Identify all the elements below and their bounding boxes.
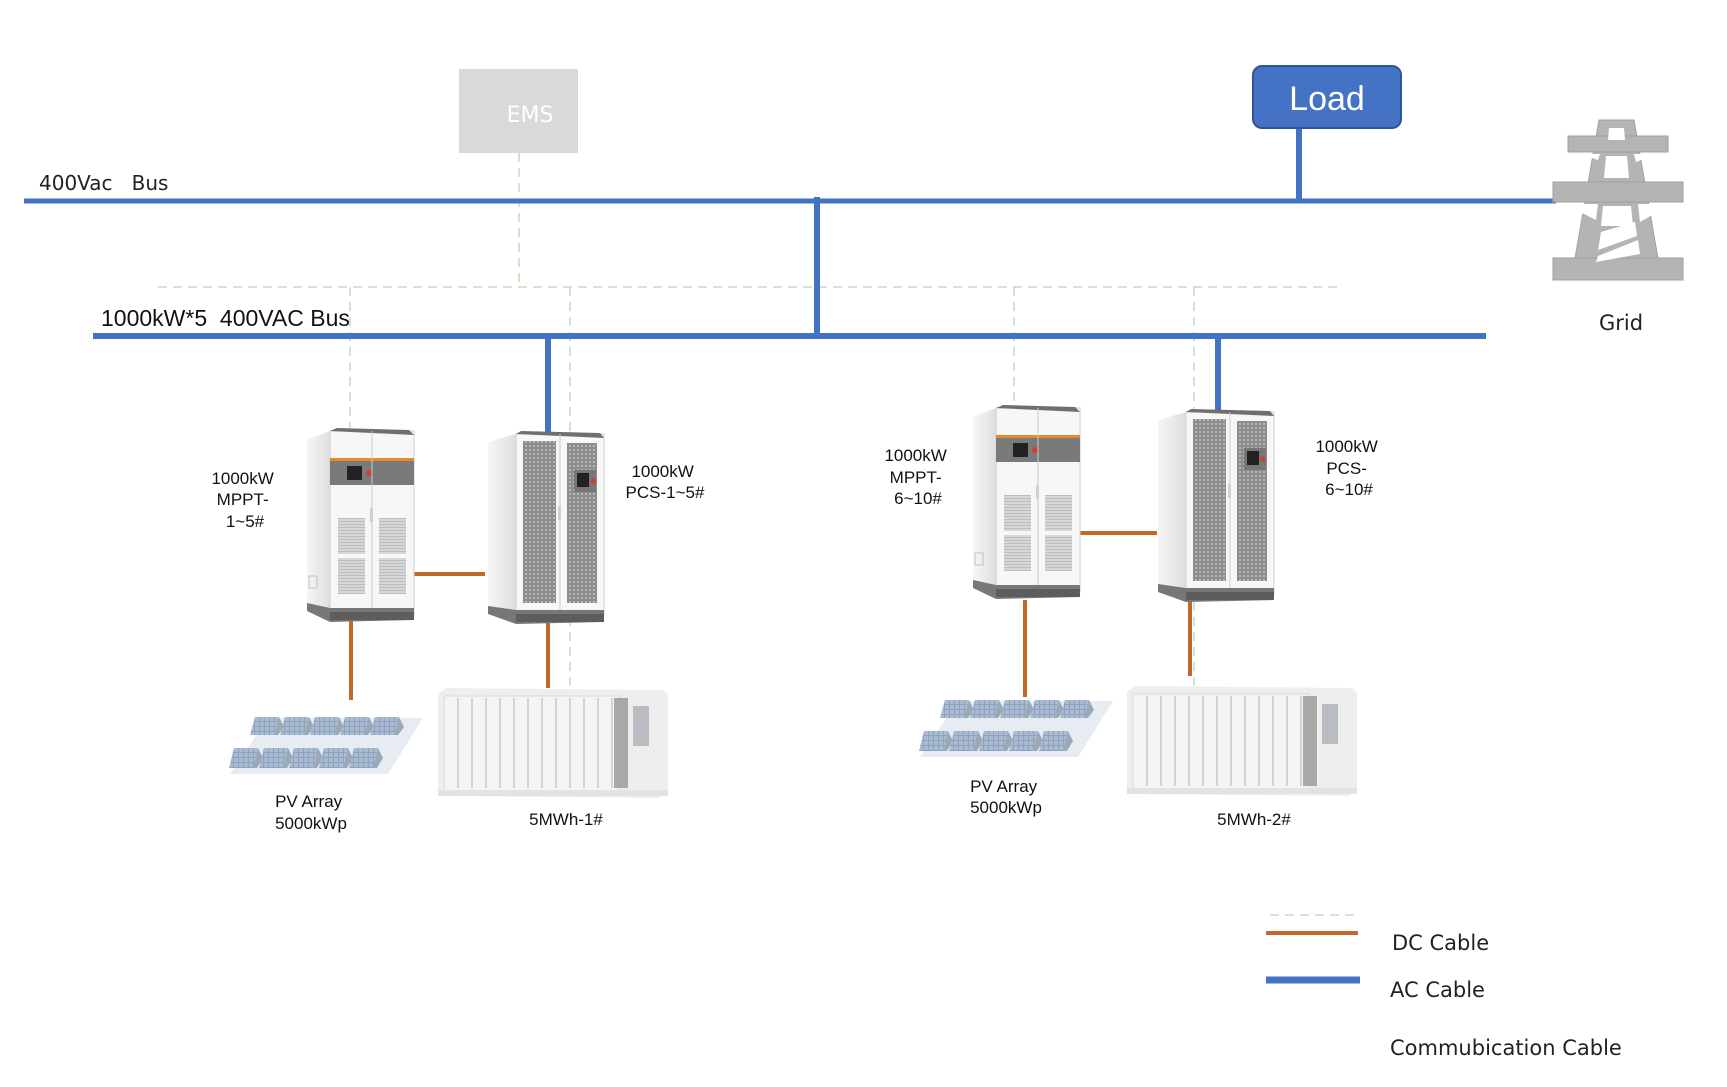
ems-label: EMS (507, 103, 554, 128)
mppt-6-10-cabinet[interactable] (972, 404, 1081, 600)
grid-label: Grid (1599, 311, 1643, 335)
pcs-1-5-cabinet[interactable] (487, 430, 605, 625)
pv-array-1[interactable] (229, 717, 423, 774)
pcs-6-10-label-line: 1000kW (1315, 437, 1377, 456)
pcs-6-10-label-line: 6~10# (1325, 480, 1373, 499)
mppt-1-5-cabinet[interactable] (306, 427, 415, 623)
mppt-6-10-label-line: 1000kW (884, 446, 946, 465)
grid[interactable]: Grid (1552, 119, 1684, 335)
pcs-6-10-label-line: PCS- (1326, 459, 1367, 478)
load-box[interactable]: Load (1252, 65, 1402, 129)
mppt-1-5-label-line: 1~5# (226, 512, 265, 531)
power-tower-icon (1552, 119, 1684, 281)
ac-cables (24, 128, 1556, 434)
pv-array-1-label-line: 5000kWp (275, 814, 347, 833)
pv-array-2[interactable] (919, 700, 1113, 757)
pv-array-1-label-line: PV Array (275, 792, 343, 811)
mppt-1-5-label-line: MPPT- (217, 490, 269, 509)
mppt-1-5-label: 1000kW MPPT- 1~5# (211, 469, 278, 531)
battery-container-2[interactable] (1126, 685, 1358, 797)
legend-comm-label: Commubication Cable (1390, 1036, 1622, 1060)
ems-box[interactable]: EMS (459, 69, 578, 153)
battery-2-label: 5MWh-2# (1217, 810, 1291, 829)
load-box-bg (1252, 65, 1402, 129)
load-label: Load (1289, 80, 1365, 118)
dc-cables (349, 531, 1192, 700)
pv-array-1-label: PV Array 5000kWp (275, 792, 347, 833)
mppt-6-10-label-line: MPPT- (890, 468, 942, 487)
pcs-1-5-label-line: PCS-1~5# (626, 483, 705, 502)
sub-bus-label: 1000kW*5 400VAC Bus (101, 305, 350, 331)
mppt-1-5-label-line: 1000kW (211, 469, 273, 488)
legend-ac-label: AC Cable (1390, 978, 1485, 1002)
pv-array-2-label-line: PV Array (970, 777, 1038, 796)
mppt-6-10-label: 1000kW MPPT- 6~10# (884, 446, 951, 508)
main-bus-label: 400Vac Bus (39, 171, 168, 195)
ems-box-bg (459, 69, 578, 153)
pcs-1-5-label-line: 1000kW (631, 462, 693, 481)
pcs-6-10-label: 1000kW PCS- 6~10# (1315, 437, 1382, 499)
pv-array-2-label: PV Array 5000kWp (970, 777, 1042, 817)
battery-container-1[interactable] (437, 687, 669, 799)
battery-1-label: 5MWh-1# (529, 810, 603, 829)
legend-dc-label: DC Cable (1392, 931, 1489, 955)
mppt-6-10-label-line: 6~10# (894, 489, 942, 508)
pcs-6-10-cabinet[interactable] (1157, 408, 1275, 603)
legend: DC Cable AC Cable Commubication Cable (1266, 914, 1622, 1060)
pv-array-2-label-line: 5000kWp (970, 798, 1042, 817)
pcs-1-5-label: 1000kW PCS-1~5# (626, 462, 705, 502)
